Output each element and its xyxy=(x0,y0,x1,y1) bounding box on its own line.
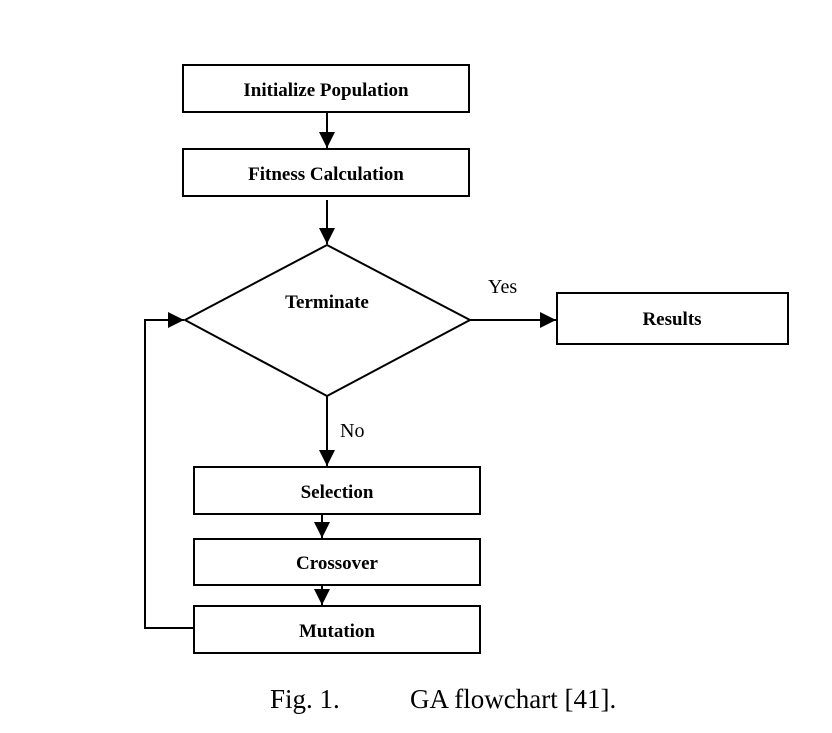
figure-caption-text: GA flowchart [41]. xyxy=(410,684,617,714)
node-selection: Selection xyxy=(193,466,481,515)
figure-caption: Fig. 1. GA flowchart [41]. xyxy=(270,684,616,715)
node-initialize-population: Initialize Population xyxy=(182,64,470,113)
node-results-label: Results xyxy=(642,309,701,330)
figure-number: Fig. 1. xyxy=(270,684,340,714)
node-mutation-label: Mutation xyxy=(299,621,375,642)
node-terminate-decision: Terminate xyxy=(182,243,473,398)
node-fitness-calculation: Fitness Calculation xyxy=(182,148,470,197)
ga-flowchart: Initialize Population Fitness Calculatio… xyxy=(144,64,789,654)
edge-label-yes: Yes xyxy=(488,276,517,298)
node-mutation: Mutation xyxy=(193,605,481,654)
node-terminate-label: Terminate xyxy=(285,292,369,313)
edge-mutation-loop-to-terminate xyxy=(144,312,194,629)
node-results: Results xyxy=(556,292,789,345)
node-selection-label: Selection xyxy=(301,482,374,503)
node-fitness-calculation-label: Fitness Calculation xyxy=(248,164,404,185)
node-crossover: Crossover xyxy=(193,538,481,586)
edge-label-no: No xyxy=(340,420,364,442)
node-initialize-population-label: Initialize Population xyxy=(243,80,409,101)
node-crossover-label: Crossover xyxy=(296,553,379,574)
